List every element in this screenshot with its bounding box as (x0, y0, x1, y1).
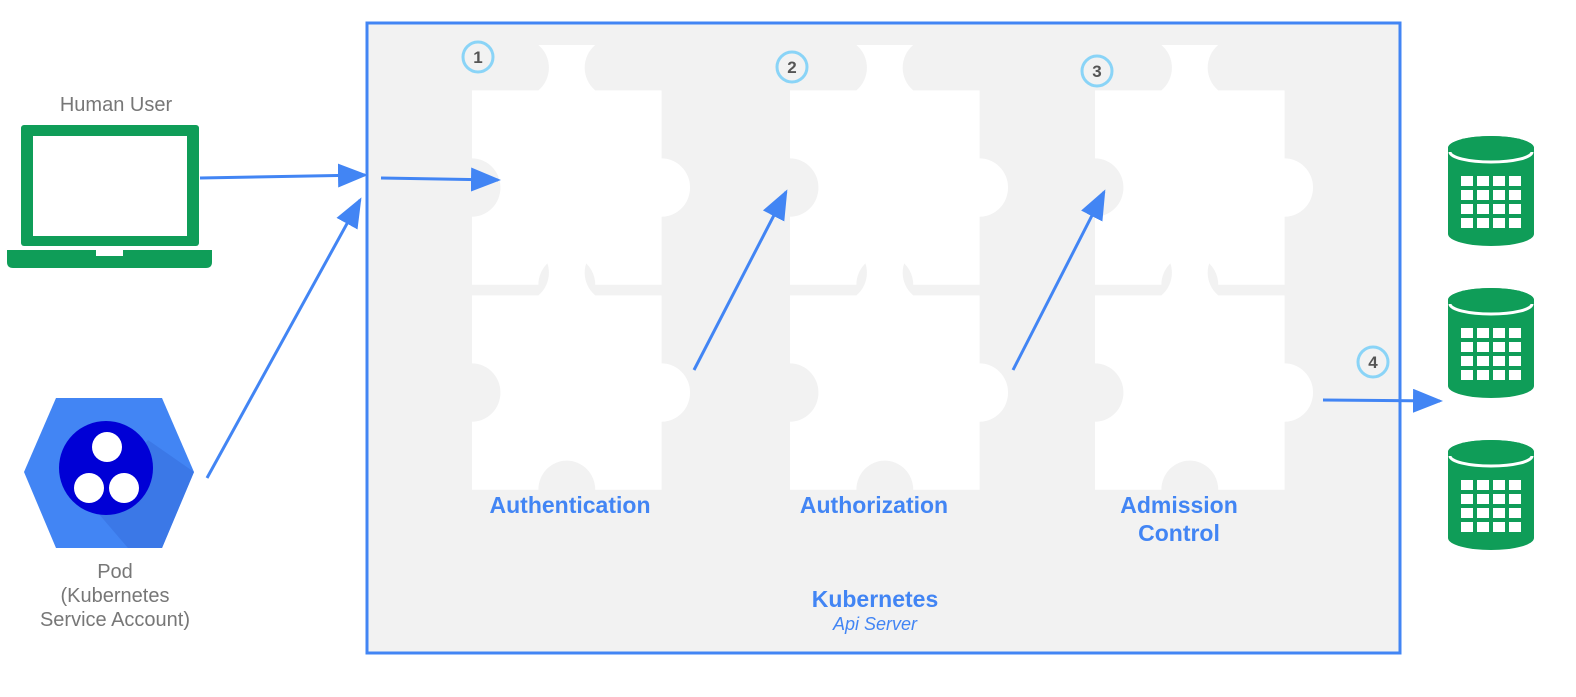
server-subtitle: Api Server (832, 614, 918, 634)
arrow-admission-to-storage (1322, 388, 1443, 413)
pod-label-line-3: Service Account) (40, 609, 190, 631)
arrow-authentication-to-authorization (692, 189, 788, 371)
step-number: 4 (1368, 353, 1378, 372)
server-title: Kubernetes (812, 586, 939, 612)
pod-label-line-1: Pod (97, 561, 133, 583)
step-marker-4: 4 (1356, 345, 1390, 379)
pod-hexagon-icon (24, 398, 194, 548)
step-number: 1 (473, 48, 482, 67)
stage-label-authorization: Authorization (800, 492, 948, 518)
human-user-label: Human User (60, 94, 173, 116)
stage-label-admission-line-1: Admission (1120, 492, 1238, 518)
puzzle-group-admission-control (1095, 45, 1314, 490)
pod-label-line-2: (Kubernetes (61, 585, 170, 607)
arrow-user-to-server (199, 163, 368, 188)
step-number: 2 (787, 58, 796, 77)
stage-label-authentication: Authentication (490, 492, 651, 518)
stage-label-admission-line-2: Control (1138, 520, 1220, 546)
arrow-into-authentication (380, 167, 501, 192)
arrow-pod-to-server (205, 197, 362, 479)
database-icon (1448, 440, 1534, 550)
arrow-authorization-to-admission (1011, 189, 1106, 371)
puzzle-group-authentication (472, 45, 691, 490)
step-number: 3 (1092, 62, 1101, 81)
step-marker-1: 1 (461, 40, 495, 74)
step-marker-2: 2 (775, 50, 809, 84)
step-marker-3: 3 (1080, 54, 1114, 88)
puzzle-group-authorization (790, 45, 1009, 490)
database-icon (1448, 136, 1534, 246)
database-icon (1448, 288, 1534, 398)
laptop-icon (7, 125, 212, 268)
